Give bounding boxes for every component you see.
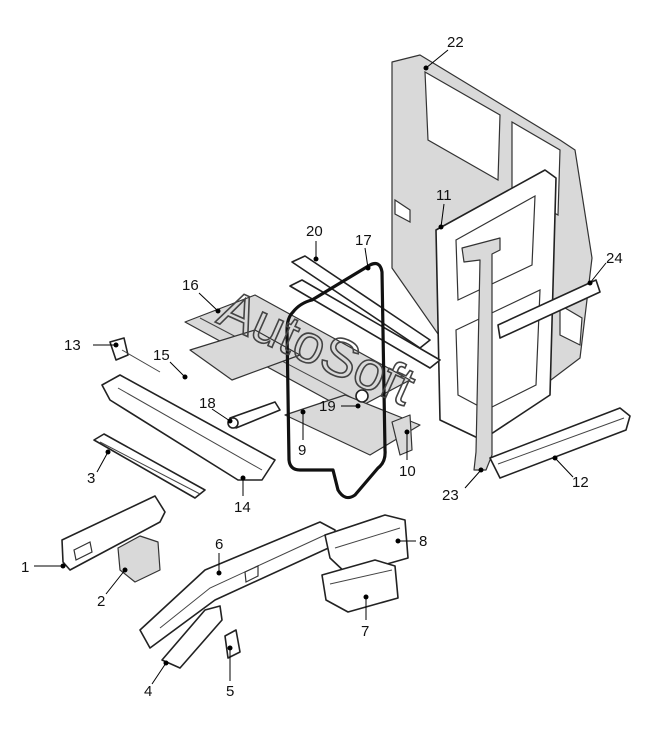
callout-7: 7 xyxy=(361,623,369,640)
part-18-tube xyxy=(227,401,281,429)
callout-1: 1 xyxy=(21,559,29,576)
part-6-chassis-rail xyxy=(139,521,336,649)
callout-2: 2 xyxy=(97,593,105,610)
callout-18: 18 xyxy=(199,395,216,412)
callout-5: 5 xyxy=(226,683,234,700)
callout-8: 8 xyxy=(419,533,427,550)
part-1-side-member xyxy=(61,495,166,571)
part-19-clip xyxy=(355,389,369,403)
callout-20: 20 xyxy=(306,223,323,240)
part-24-cross-bar xyxy=(497,279,601,339)
part-7-tray-lower xyxy=(321,559,399,613)
part-2-bracket xyxy=(117,535,161,583)
callout-10: 10 xyxy=(399,463,416,480)
callout-labels: 1 2 3 4 5 6 7 8 9 10 11 12 13 14 15 16 1… xyxy=(21,34,623,700)
part-14-long-rail xyxy=(101,374,276,481)
callout-16: 16 xyxy=(182,277,199,294)
callout-9: 9 xyxy=(298,442,306,459)
part-15-floor-panel xyxy=(189,329,301,381)
leader-dots xyxy=(60,65,593,666)
callout-15: 15 xyxy=(153,347,170,364)
part-5-bracket xyxy=(224,629,241,659)
callout-23: 23 xyxy=(442,487,459,504)
part-17-door-seal xyxy=(285,261,387,500)
callout-22: 22 xyxy=(447,34,464,51)
callout-17: 17 xyxy=(355,232,372,249)
callout-11: 11 xyxy=(436,187,452,204)
part-10-bracket xyxy=(391,414,413,456)
callout-13: 13 xyxy=(64,337,81,354)
part-3-rail xyxy=(93,433,206,499)
callout-12: 12 xyxy=(572,474,589,491)
callout-19: 19 xyxy=(319,398,336,415)
part-8-tray-upper xyxy=(324,514,409,576)
callout-4: 4 xyxy=(144,683,152,700)
part-23-door-pillar xyxy=(461,237,501,471)
part-4-lower-member xyxy=(161,605,223,669)
leader-lines xyxy=(34,49,607,685)
callout-24: 24 xyxy=(606,250,623,267)
callout-6: 6 xyxy=(215,536,223,553)
part-12-sill xyxy=(489,407,631,479)
callout-3: 3 xyxy=(87,470,95,487)
callout-14: 14 xyxy=(234,499,251,516)
